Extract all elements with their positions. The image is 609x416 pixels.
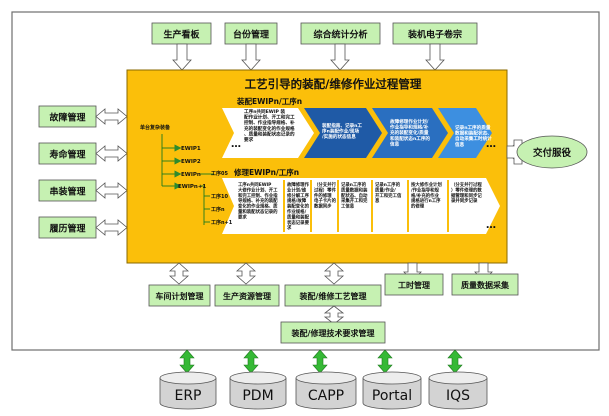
bottom-module-gongshi[interactable]: 工时管理 <box>384 273 444 296</box>
bottom-module-label: 质量数据采集 <box>461 280 510 290</box>
tree-ewip-n1: EWIPn+1 <box>178 184 206 190</box>
repair-lane-title: 修理EWIPn/工序n <box>233 167 299 177</box>
assembly-lane <box>222 108 492 158</box>
assembly-ellipsis-right: … <box>486 139 496 150</box>
tree-process-n: 工序n <box>211 206 225 213</box>
left-module-label: 寿命管理 <box>49 149 85 161</box>
assembly-step-4: 记录n工序的质量数据和装配状态、自动采集工时统计信息 <box>455 124 492 148</box>
bottom-module-label: 生产资源管理 <box>223 291 271 301</box>
assembly-step-2: 装配指南、记录n工序n装配作业/现场/实施的状态信息 <box>321 122 362 140</box>
top-module-label: 台份管理 <box>233 29 269 41</box>
top-module-label: 装机电子卷宗 <box>407 29 462 41</box>
bottom-module-chejian-jihua[interactable]: 车间计划管理 <box>148 284 211 307</box>
left-module-shouming[interactable]: 寿命管理 <box>38 142 97 165</box>
repair-step-6: 按大修作业计划/作业指导和规格/补充的作业规格进行n工序的修理 <box>411 181 442 210</box>
repair-step-2: 故障修理作业计划/维修分解工序规格/故障装配变化的作业规格/质量和装配状态记录要… <box>286 181 310 231</box>
system-portal-database[interactable]: Portal <box>362 371 422 410</box>
system-iqs-database[interactable]: IQS <box>428 371 488 410</box>
delivery-output[interactable]: 交付服役 <box>506 135 588 169</box>
assembly-step-1: 工序n共同EWIP 装配作业计划、开工和完工控制、作业指导规格、补充的装配变化的… <box>244 108 295 143</box>
system-label: IQS <box>446 388 470 404</box>
core-title: 工艺引导的装配/维修作业过程管理 <box>245 77 422 91</box>
left-module-chuanzhuang[interactable]: 串装管理 <box>38 179 97 202</box>
bottom-module-zhiliang-caiji[interactable]: 质量数据采集 <box>451 273 519 296</box>
top-module-zhuangji-juanzong[interactable]: 装机电子卷宗 <box>392 22 478 45</box>
left-module-label: 串装管理 <box>49 186 85 198</box>
left-module-label: 履历管理 <box>48 223 85 235</box>
left-module-label: 故障管理 <box>49 112 85 124</box>
repair-step-5: 记录n工序的质量/作业/开工和完工信息 <box>375 181 402 204</box>
repair-step-7: （分支并行过程）零件修理的数据管理和同步记录并同步记录 <box>451 181 482 204</box>
bottom-module-shengchan-ziyuan[interactable]: 生产资源管理 <box>214 284 280 307</box>
top-module-label: 生产看板 <box>163 29 200 41</box>
top-module-shengchan-kanban[interactable]: 生产看板 <box>151 22 212 45</box>
tree-ewip-2: EWIP2 <box>181 159 201 165</box>
bottom-module-gongyi-guanli[interactable]: 装配/维修工艺管理 <box>284 284 382 307</box>
tree-process-05: 工序05 <box>211 170 228 177</box>
tree-ewip-n: EWIPn <box>181 172 201 178</box>
system-label: CAPP <box>308 388 344 404</box>
bottom-module-label: 车间计划管理 <box>156 291 204 301</box>
bottom-module-label: 装配/维修工艺管理 <box>299 291 367 301</box>
repair-lane <box>222 178 500 234</box>
system-label: PDM <box>242 388 273 404</box>
top-module-label: 综合统计分析 <box>313 29 367 41</box>
system-capp-database[interactable]: CAPP <box>295 371 357 410</box>
assembly-step-texts: 工序n共同EWIP 装配作业计划、开工和完工控制、作业指导规格、补充的装配变化的… <box>244 108 492 148</box>
left-module-lvli[interactable]: 履历管理 <box>38 216 97 239</box>
tree-ewip-1: EWIP1 <box>181 146 201 152</box>
system-erp-database[interactable]: ERP <box>159 371 217 410</box>
tree-process-10: 工序10 <box>211 193 228 200</box>
repair-step-4: 记录n工序的质量数据和装配状态、自动采集开工和完工信息 <box>340 181 368 210</box>
left-module-guzhang[interactable]: 故障管理 <box>38 105 97 128</box>
support-module-label: 装配/修理技术要求管理 <box>291 328 375 338</box>
tree-process-n1: 工序n+1 <box>211 219 233 226</box>
repair-step-3: （分支并行过程）零件件的修理 电子卡片的数据同步 <box>314 181 337 210</box>
repair-ellipsis-right: … <box>486 220 496 231</box>
system-connector-arrows <box>179 349 463 374</box>
top-module-taifen-guanli[interactable]: 台份管理 <box>224 22 278 45</box>
tree-root: 单台复杂装备 <box>140 124 171 131</box>
left-connector-arrows <box>95 108 128 236</box>
bottom-module-label: 工时管理 <box>398 280 430 290</box>
system-label: Portal <box>372 388 412 404</box>
tree-lines <box>161 134 214 225</box>
assembly-ellipsis-left: … <box>231 139 241 150</box>
assembly-step-3: 故障修理作业计划/作业指导和规格/补充的装配变化/质量和装配状态n工序的信息 <box>389 118 430 147</box>
assembly-lane-title: 装配EWIPn/工序n <box>236 96 302 106</box>
delivery-output-label: 交付服役 <box>533 147 572 159</box>
support-module-jishu-yaoqiu[interactable]: 装配/修理技术要求管理 <box>280 321 386 344</box>
system-label: ERP <box>174 388 201 404</box>
system-pdm-database[interactable]: PDM <box>229 371 287 410</box>
core-process-box <box>126 69 508 264</box>
top-connector-arrows <box>172 43 445 71</box>
top-module-zonghe-tongji[interactable]: 综合统计分析 <box>300 22 381 45</box>
